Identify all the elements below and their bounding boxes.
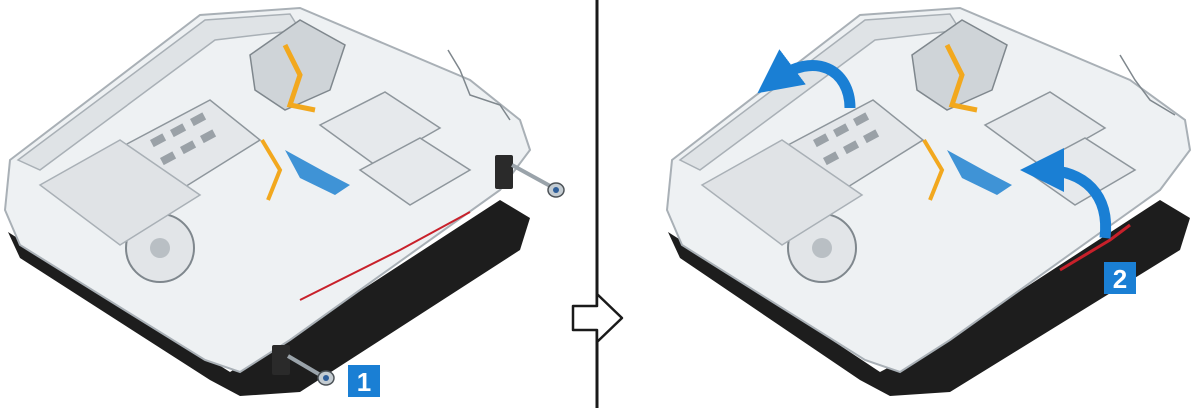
red-cable	[1059, 223, 1131, 272]
step-2-panel: 2	[665, 6, 1192, 396]
battery-tray	[700, 139, 864, 246]
memory-chips	[813, 112, 880, 166]
step-number-2: 2	[1113, 264, 1127, 294]
battery-tray	[38, 139, 202, 246]
ribbon-cable	[944, 43, 978, 113]
cooling-fan-hub	[812, 238, 832, 258]
curved-rotate-arrow-icon	[1020, 148, 1112, 239]
memory-chips	[150, 112, 217, 166]
curved-rotate-arrow-icon	[757, 49, 856, 109]
step-1-panel: 1	[3, 6, 565, 397]
antenna-wire	[1119, 54, 1176, 116]
hollow-right-arrow-icon	[571, 292, 624, 344]
ribbon-cable-2	[260, 138, 283, 201]
step-badge-2: 2	[1104, 262, 1136, 294]
storage-card-2	[358, 137, 472, 206]
ribbon-cable-2	[922, 138, 945, 201]
step-badge-1: 1	[348, 365, 380, 397]
antenna-wire	[447, 49, 511, 121]
cooling-fan-hub	[150, 238, 170, 258]
blue-flex-cable	[285, 150, 350, 195]
hinge-screw-icon	[272, 345, 335, 386]
blue-flex-cable	[947, 150, 1012, 195]
ribbon-cable	[282, 43, 316, 113]
laptop-base-bottom	[668, 200, 1190, 396]
hinge-screw-icon	[495, 155, 565, 198]
red-cable	[299, 211, 471, 301]
step-number-1: 1	[357, 367, 371, 397]
storage-card	[318, 91, 442, 166]
